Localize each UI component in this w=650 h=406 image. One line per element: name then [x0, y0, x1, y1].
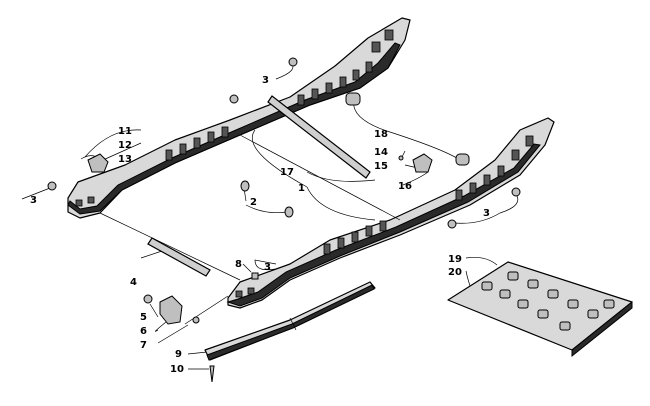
callout-5: 5: [140, 312, 147, 323]
callout-18: 18: [374, 129, 388, 140]
callout-13: 13: [118, 154, 132, 165]
callout-17: 17: [280, 167, 294, 178]
callout-15: 15: [374, 161, 388, 172]
slide-strip: [204, 281, 376, 361]
callout-12: 12: [118, 140, 132, 151]
callout-6: 6: [140, 326, 147, 337]
hardware: [47, 57, 521, 383]
callout-11: 11: [118, 126, 132, 137]
callout-3-left: 3: [30, 195, 37, 206]
callout-20: 20: [448, 267, 462, 278]
callout-4: 4: [130, 277, 137, 288]
callout-3-middle: 3: [264, 262, 271, 273]
callout-10: 10: [170, 364, 184, 375]
track-section: [447, 261, 633, 358]
callout-3-right: 3: [483, 208, 490, 219]
callout-14: 14: [374, 147, 388, 158]
rear-rail: [67, 17, 411, 219]
callout-7: 7: [140, 340, 147, 351]
cross-shafts: [99, 95, 401, 281]
front-rail: [226, 117, 555, 309]
callout-3-top: 3: [262, 75, 269, 86]
callout-9: 9: [175, 349, 182, 360]
callout-1: 1: [298, 183, 305, 194]
callout-8: 8: [235, 259, 242, 270]
callout-19: 19: [448, 254, 462, 265]
callout-labels: 3 3 2 3 3 4 5 6 7 8 9 10 11 12 13 14 15 …: [30, 75, 490, 375]
callout-16: 16: [398, 181, 412, 192]
callout-2: 2: [250, 197, 257, 208]
